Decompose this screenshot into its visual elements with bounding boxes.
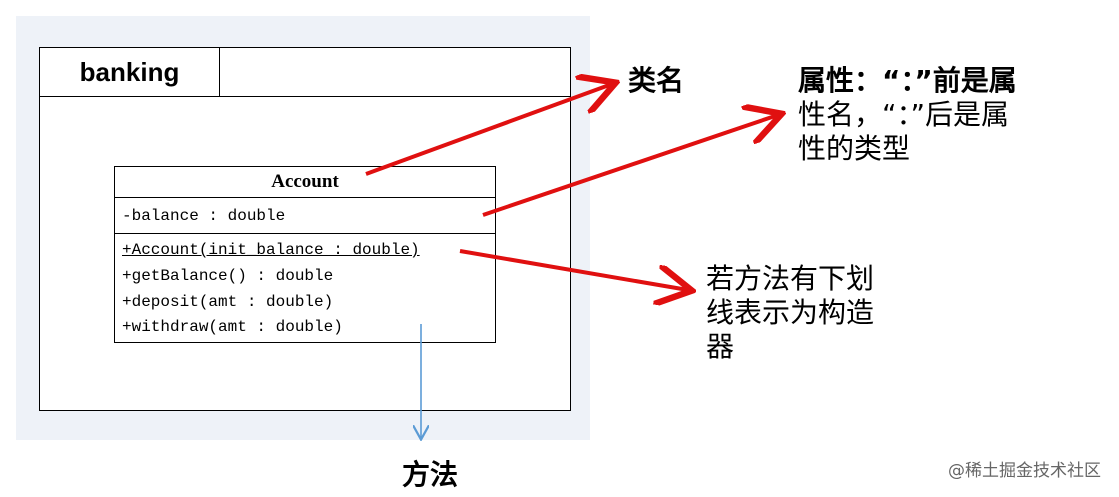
annotation-constructor-line: 若方法有下划 [706, 262, 875, 295]
annotation-attribute-line: 性名，“：”后是属 [798, 98, 1010, 131]
class-method: +deposit(amt : double) [122, 293, 334, 311]
annotation-constructor-line: 器 [706, 330, 735, 363]
package-divider [39, 96, 571, 97]
arrow-attribute [482, 115, 778, 217]
package-tab [39, 47, 220, 97]
annotation-attribute-line: 性的类型 [798, 132, 911, 165]
class-method-divider [114, 233, 496, 234]
annotation-method: 方法 [402, 458, 459, 491]
annotation-attribute: 属性：“：”前是属 性名，“：”后是属 性的类型 [798, 64, 1017, 166]
class-method: +withdraw(amt : double) [122, 318, 343, 336]
class-name: Account [271, 171, 339, 192]
arrow-class-name [365, 84, 612, 176]
class-attr-divider [114, 197, 496, 198]
class-method: +getBalance() : double [122, 267, 334, 285]
annotation-constructor-line: 线表示为构造 [706, 296, 875, 329]
watermark: @稀土掘金技术社区 [948, 461, 1101, 481]
class-attribute: -balance : double [122, 207, 286, 225]
class-box [114, 166, 496, 343]
annotation-attribute-line: 属性：“：”前是属 [798, 64, 1017, 97]
annotation-constructor: 若方法有下划 线表示为构造 器 [706, 262, 874, 364]
package-name: banking [79, 56, 180, 87]
class-method-constructor: +Account(init_balance : double) [122, 241, 420, 259]
annotation-class-name: 类名 [628, 64, 685, 97]
arrow-constructor [459, 249, 688, 290]
